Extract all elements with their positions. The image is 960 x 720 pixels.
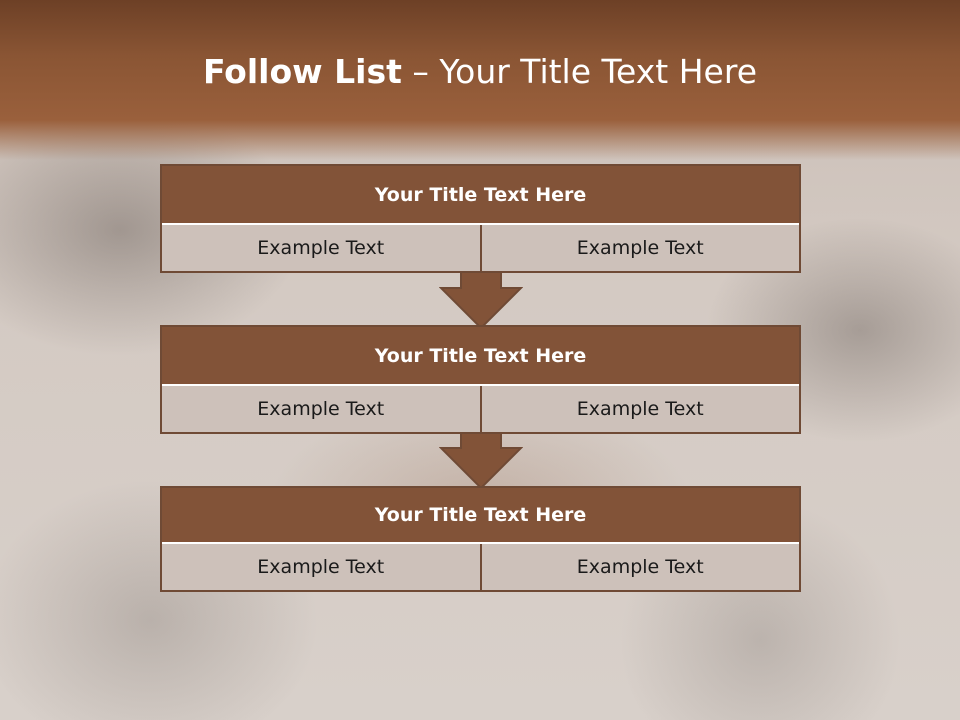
title-rest: Your Title Text Here	[439, 52, 758, 91]
list-block: Your Title Text Here Example Text Exampl…	[160, 325, 801, 434]
down-arrow-icon	[439, 428, 523, 490]
block-cell-left: Example Text	[162, 544, 480, 590]
list-block: Your Title Text Here Example Text Exampl…	[160, 486, 801, 592]
block-heading: Your Title Text Here	[162, 327, 799, 386]
down-arrow-icon	[439, 268, 523, 330]
block-cell-left: Example Text	[162, 386, 480, 432]
list-block: Your Title Text Here Example Text Exampl…	[160, 164, 801, 273]
title-bold: Follow List	[202, 52, 402, 91]
title-band	[0, 0, 960, 160]
block-row: Example Text Example Text	[162, 225, 799, 271]
block-heading: Your Title Text Here	[162, 166, 799, 225]
block-cell-right: Example Text	[479, 225, 799, 271]
block-row: Example Text Example Text	[162, 544, 799, 590]
slide-title: Follow List – Your Title Text Here	[0, 52, 960, 91]
block-row: Example Text Example Text	[162, 386, 799, 432]
block-cell-right: Example Text	[479, 544, 799, 590]
block-cell-right: Example Text	[479, 386, 799, 432]
block-cell-left: Example Text	[162, 225, 480, 271]
title-dash: –	[401, 52, 440, 91]
block-heading: Your Title Text Here	[162, 488, 799, 544]
